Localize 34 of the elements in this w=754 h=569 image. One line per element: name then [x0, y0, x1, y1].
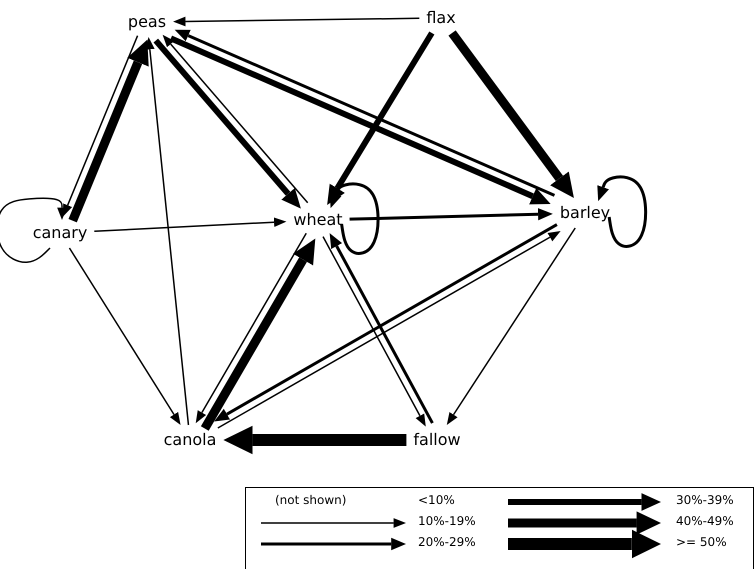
legend-text: 10%-19%: [418, 514, 476, 528]
arrow: [62, 35, 138, 217]
arrow: [162, 34, 308, 204]
arrow: [94, 217, 286, 232]
arrow: [173, 16, 420, 26]
legend-text: 40%-49%: [676, 514, 734, 528]
loop-arrow: [0, 198, 67, 263]
arrow: [196, 232, 307, 424]
loop-arrow: [330, 182, 380, 255]
arrow: [322, 236, 426, 427]
crop-label: canola: [162, 430, 218, 450]
legend-text: >= 50%: [676, 535, 727, 549]
legend-text: <10%: [418, 493, 455, 507]
legend-text: 20%-29%: [418, 535, 476, 549]
arrow: [330, 233, 434, 424]
legend-text: 30%-39%: [676, 493, 734, 507]
legend-note: (not shown): [275, 493, 346, 507]
crop-label: wheat: [291, 210, 345, 230]
arrow: [68, 248, 181, 425]
crop-label: barley: [558, 203, 612, 223]
loop-arrow: [597, 175, 648, 248]
arrow: [68, 40, 149, 222]
arrow: [200, 238, 316, 431]
arrow: [446, 228, 576, 425]
arrow: [448, 30, 574, 198]
crop-label: canary: [30, 223, 90, 243]
crop-label: fallow: [411, 430, 463, 450]
arrow: [223, 426, 406, 454]
arrow: [350, 208, 553, 221]
crop-label: peas: [126, 12, 168, 32]
arrow: [154, 38, 301, 209]
arrow: [327, 31, 434, 205]
arrow: [144, 37, 190, 426]
crop-label: flax: [424, 8, 458, 28]
